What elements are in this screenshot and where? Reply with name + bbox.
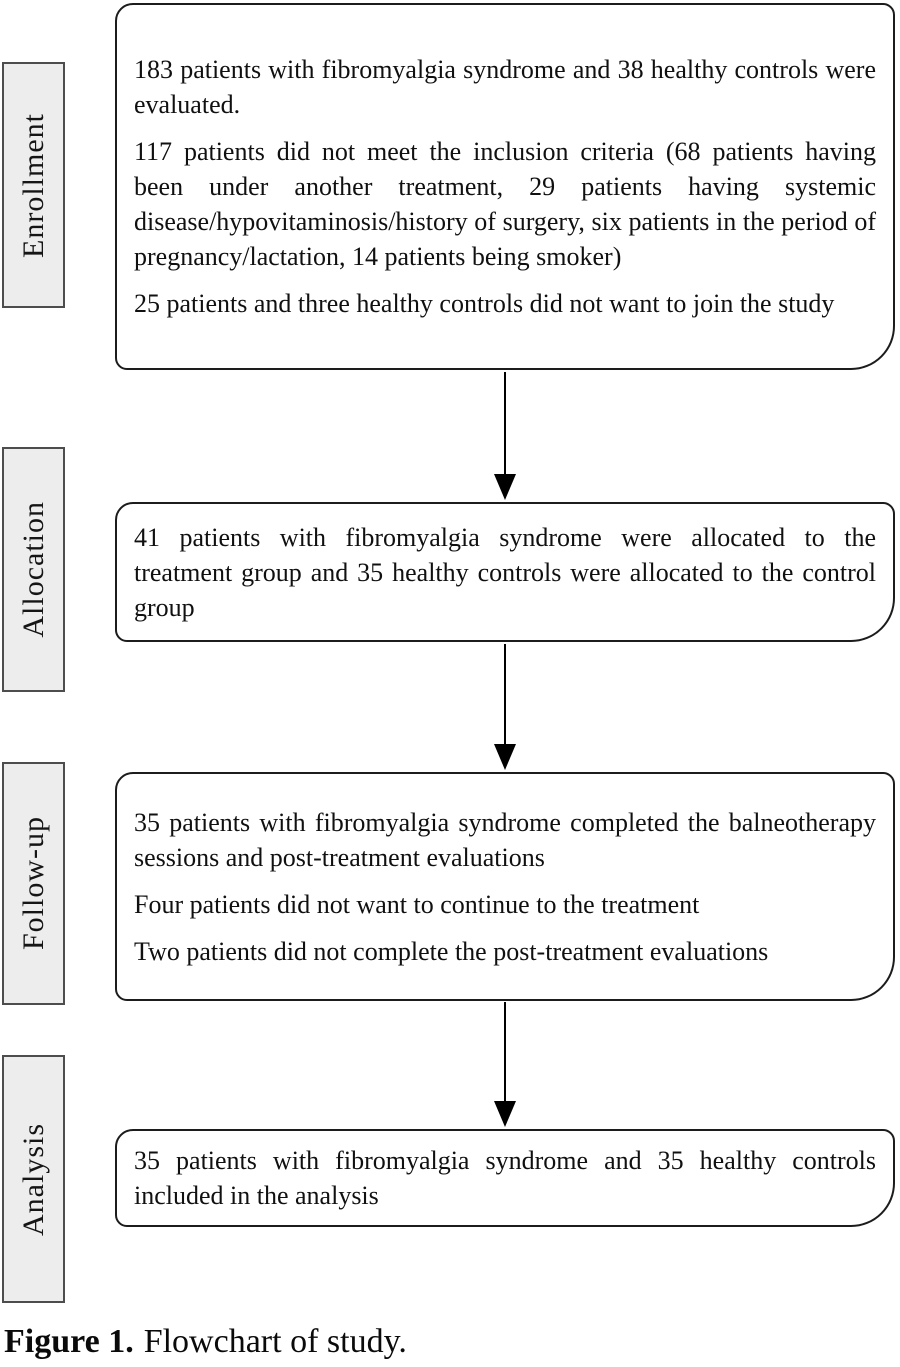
stage-label-enrollment: Enrollment bbox=[2, 62, 65, 308]
follow-up-paragraph-3: Two patients did not complete the post-t… bbox=[134, 936, 769, 966]
arrow-head-icon bbox=[494, 474, 516, 500]
stage-label-follow-up-text: Follow-up bbox=[16, 816, 50, 951]
stage-label-analysis-text: Analysis bbox=[16, 1122, 50, 1236]
figure-caption-label: Figure 1. bbox=[4, 1323, 134, 1360]
flow-box-enrollment: 183 patients with fibromyalgia syndrome … bbox=[115, 3, 895, 370]
enrollment-paragraph-3: 25 patients and three healthy controls d… bbox=[134, 289, 835, 318]
stage-label-enrollment-text: Enrollment bbox=[16, 112, 50, 258]
stage-label-follow-up: Follow-up bbox=[2, 762, 65, 1005]
flow-box-analysis: 35 patients with fibromyalgia syndrome a… bbox=[115, 1129, 895, 1227]
enrollment-paragraph-1: 183 patients with fibromyalgia syndrome … bbox=[134, 55, 876, 119]
figure-caption-text: Flowchart of study. bbox=[143, 1323, 407, 1360]
arrow-head-icon bbox=[494, 744, 516, 770]
enrollment-paragraph-2: 117 patients did not meet the inclusion … bbox=[134, 137, 876, 271]
analysis-paragraph-1: 35 patients with fibromyalgia syndrome a… bbox=[134, 1146, 876, 1210]
stage-label-analysis: Analysis bbox=[2, 1055, 65, 1303]
stage-label-allocation: Allocation bbox=[2, 447, 65, 692]
follow-up-paragraph-2: Four patients did not want to continue t… bbox=[134, 889, 700, 919]
figure-caption: Figure 1.Flowchart of study. bbox=[4, 1322, 407, 1362]
follow-up-paragraph-1: 35 patients with fibromyalgia syndrome c… bbox=[134, 807, 876, 872]
stage-label-allocation-text: Allocation bbox=[16, 501, 50, 638]
arrow-line bbox=[504, 644, 506, 746]
allocation-paragraph-1: 41 patients with fibromyalgia syndrome w… bbox=[134, 522, 876, 622]
arrow-head-icon bbox=[494, 1101, 516, 1127]
flow-box-allocation: 41 patients with fibromyalgia syndrome w… bbox=[115, 502, 895, 642]
arrow-line bbox=[504, 372, 506, 476]
arrow-line bbox=[504, 1002, 506, 1103]
flow-box-follow-up: 35 patients with fibromyalgia syndrome c… bbox=[115, 772, 895, 1001]
